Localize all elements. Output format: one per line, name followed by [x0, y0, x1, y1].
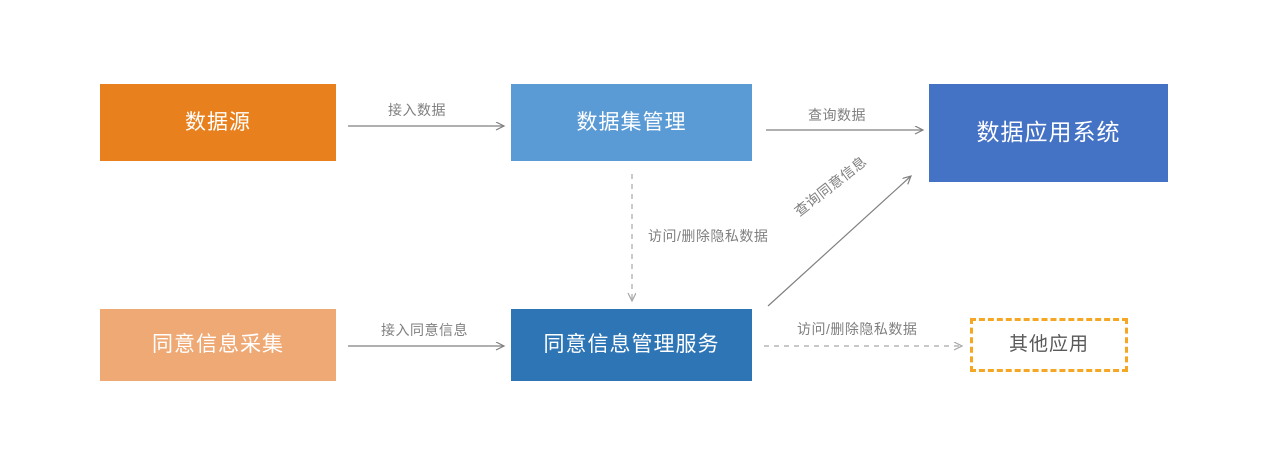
node-data-application-system-label: 数据应用系统 [976, 119, 1121, 146]
edge-label-ingest-data: 接入数据 [388, 102, 446, 118]
edge-label-query-data: 查询数据 [808, 107, 866, 123]
node-consent-management-service[interactable]: 同意信息管理服务 [511, 309, 752, 381]
node-consent-collection-label: 同意信息采集 [152, 333, 284, 357]
node-dataset-management[interactable]: 数据集管理 [511, 84, 752, 161]
node-consent-management-service-label: 同意信息管理服务 [543, 333, 720, 357]
node-other-application[interactable]: 其他应用 [970, 318, 1128, 372]
node-other-application-label: 其他应用 [1008, 333, 1089, 355]
edge-query-consent [767, 176, 911, 307]
edge-label-access-delete-private-data-top: 访问/删除隐私数据 [648, 228, 769, 244]
node-data-source[interactable]: 数据源 [100, 84, 336, 161]
node-data-application-system[interactable]: 数据应用系统 [929, 84, 1168, 182]
node-consent-collection[interactable]: 同意信息采集 [100, 309, 336, 381]
edge-label-access-delete-private-data-bottom: 访问/删除隐私数据 [797, 321, 918, 337]
edge-label-ingest-consent-info: 接入同意信息 [381, 322, 468, 338]
node-data-source-label: 数据源 [185, 110, 251, 134]
node-dataset-management-label: 数据集管理 [576, 110, 687, 134]
